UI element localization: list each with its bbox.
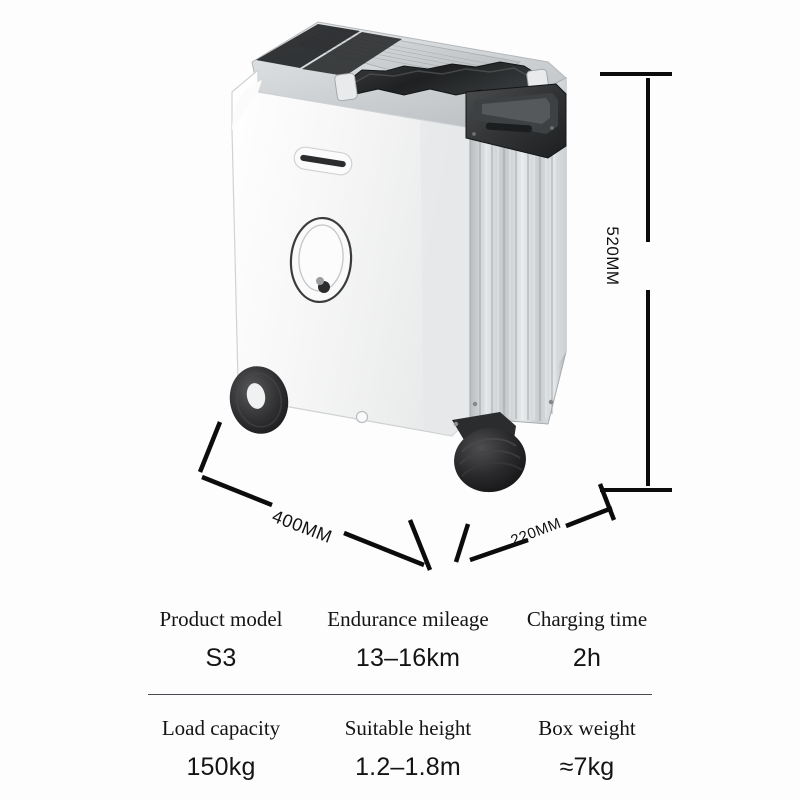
spec-cell-endurance-mileage: Endurance mileage 13–16km (310, 607, 506, 673)
spec-table-divider (148, 693, 652, 695)
spec-cell-product-model: Product model S3 (132, 607, 310, 673)
dim-width-tick-right (407, 519, 433, 571)
dimension-annotations (197, 72, 672, 571)
spec-cell-charging-time: Charging time 2h (506, 607, 668, 673)
spec-row-bottom: Load capacity 150kg Suitable height 1.2–… (132, 715, 668, 782)
spec-cell-box-weight: Box weight ≈7kg (506, 715, 668, 782)
rear-caster-wheel (229, 366, 289, 434)
top-carry-handle (334, 61, 550, 102)
oval-emblem (289, 216, 353, 304)
spec-value-load-capacity: 150kg (186, 752, 256, 781)
specification-table: Product model S3 Endurance mileage 13–16… (132, 607, 668, 782)
dim-depth-line-b (565, 505, 613, 529)
dimension-label-height: 520MM (603, 226, 622, 286)
recessed-grip (293, 146, 353, 176)
luggage-drawing (229, 21, 567, 493)
spec-value-charging-time: 2h (572, 644, 602, 673)
spec-label-endurance-mileage: Endurance mileage (327, 607, 489, 631)
dim-depth-tick-right (597, 483, 617, 521)
spec-label-load-capacity: Load capacity (161, 715, 281, 740)
dim-width-tick-left (197, 421, 223, 473)
dim-depth-line-a (469, 537, 529, 563)
dim-depth-tick-left (453, 523, 471, 563)
front-drive-wheel (452, 412, 526, 493)
spec-label-charging-time: Charging time (526, 607, 648, 631)
spec-value-endurance-mileage: 13–16km (355, 644, 461, 673)
spec-label-suitable-height: Suitable height (344, 715, 472, 740)
spec-value-product-model: S3 (205, 644, 237, 673)
spec-row-top: Product model S3 Endurance mileage 13–16… (132, 607, 668, 673)
spec-label-box-weight: Box weight (538, 715, 636, 740)
spec-value-suitable-height: 1.2–1.8m (355, 752, 461, 781)
spec-cell-load-capacity: Load capacity 150kg (132, 715, 310, 782)
front-stud (355, 410, 369, 424)
telescopic-handle-bay (465, 83, 567, 159)
spec-cell-suitable-height: Suitable height 1.2–1.8m (310, 715, 506, 782)
dim-width-line-a (201, 474, 273, 508)
spec-value-box-weight: ≈7kg (559, 752, 615, 781)
product-illustration (229, 21, 567, 493)
dim-width-line-b (343, 530, 425, 568)
spec-label-product-model: Product model (159, 607, 283, 631)
